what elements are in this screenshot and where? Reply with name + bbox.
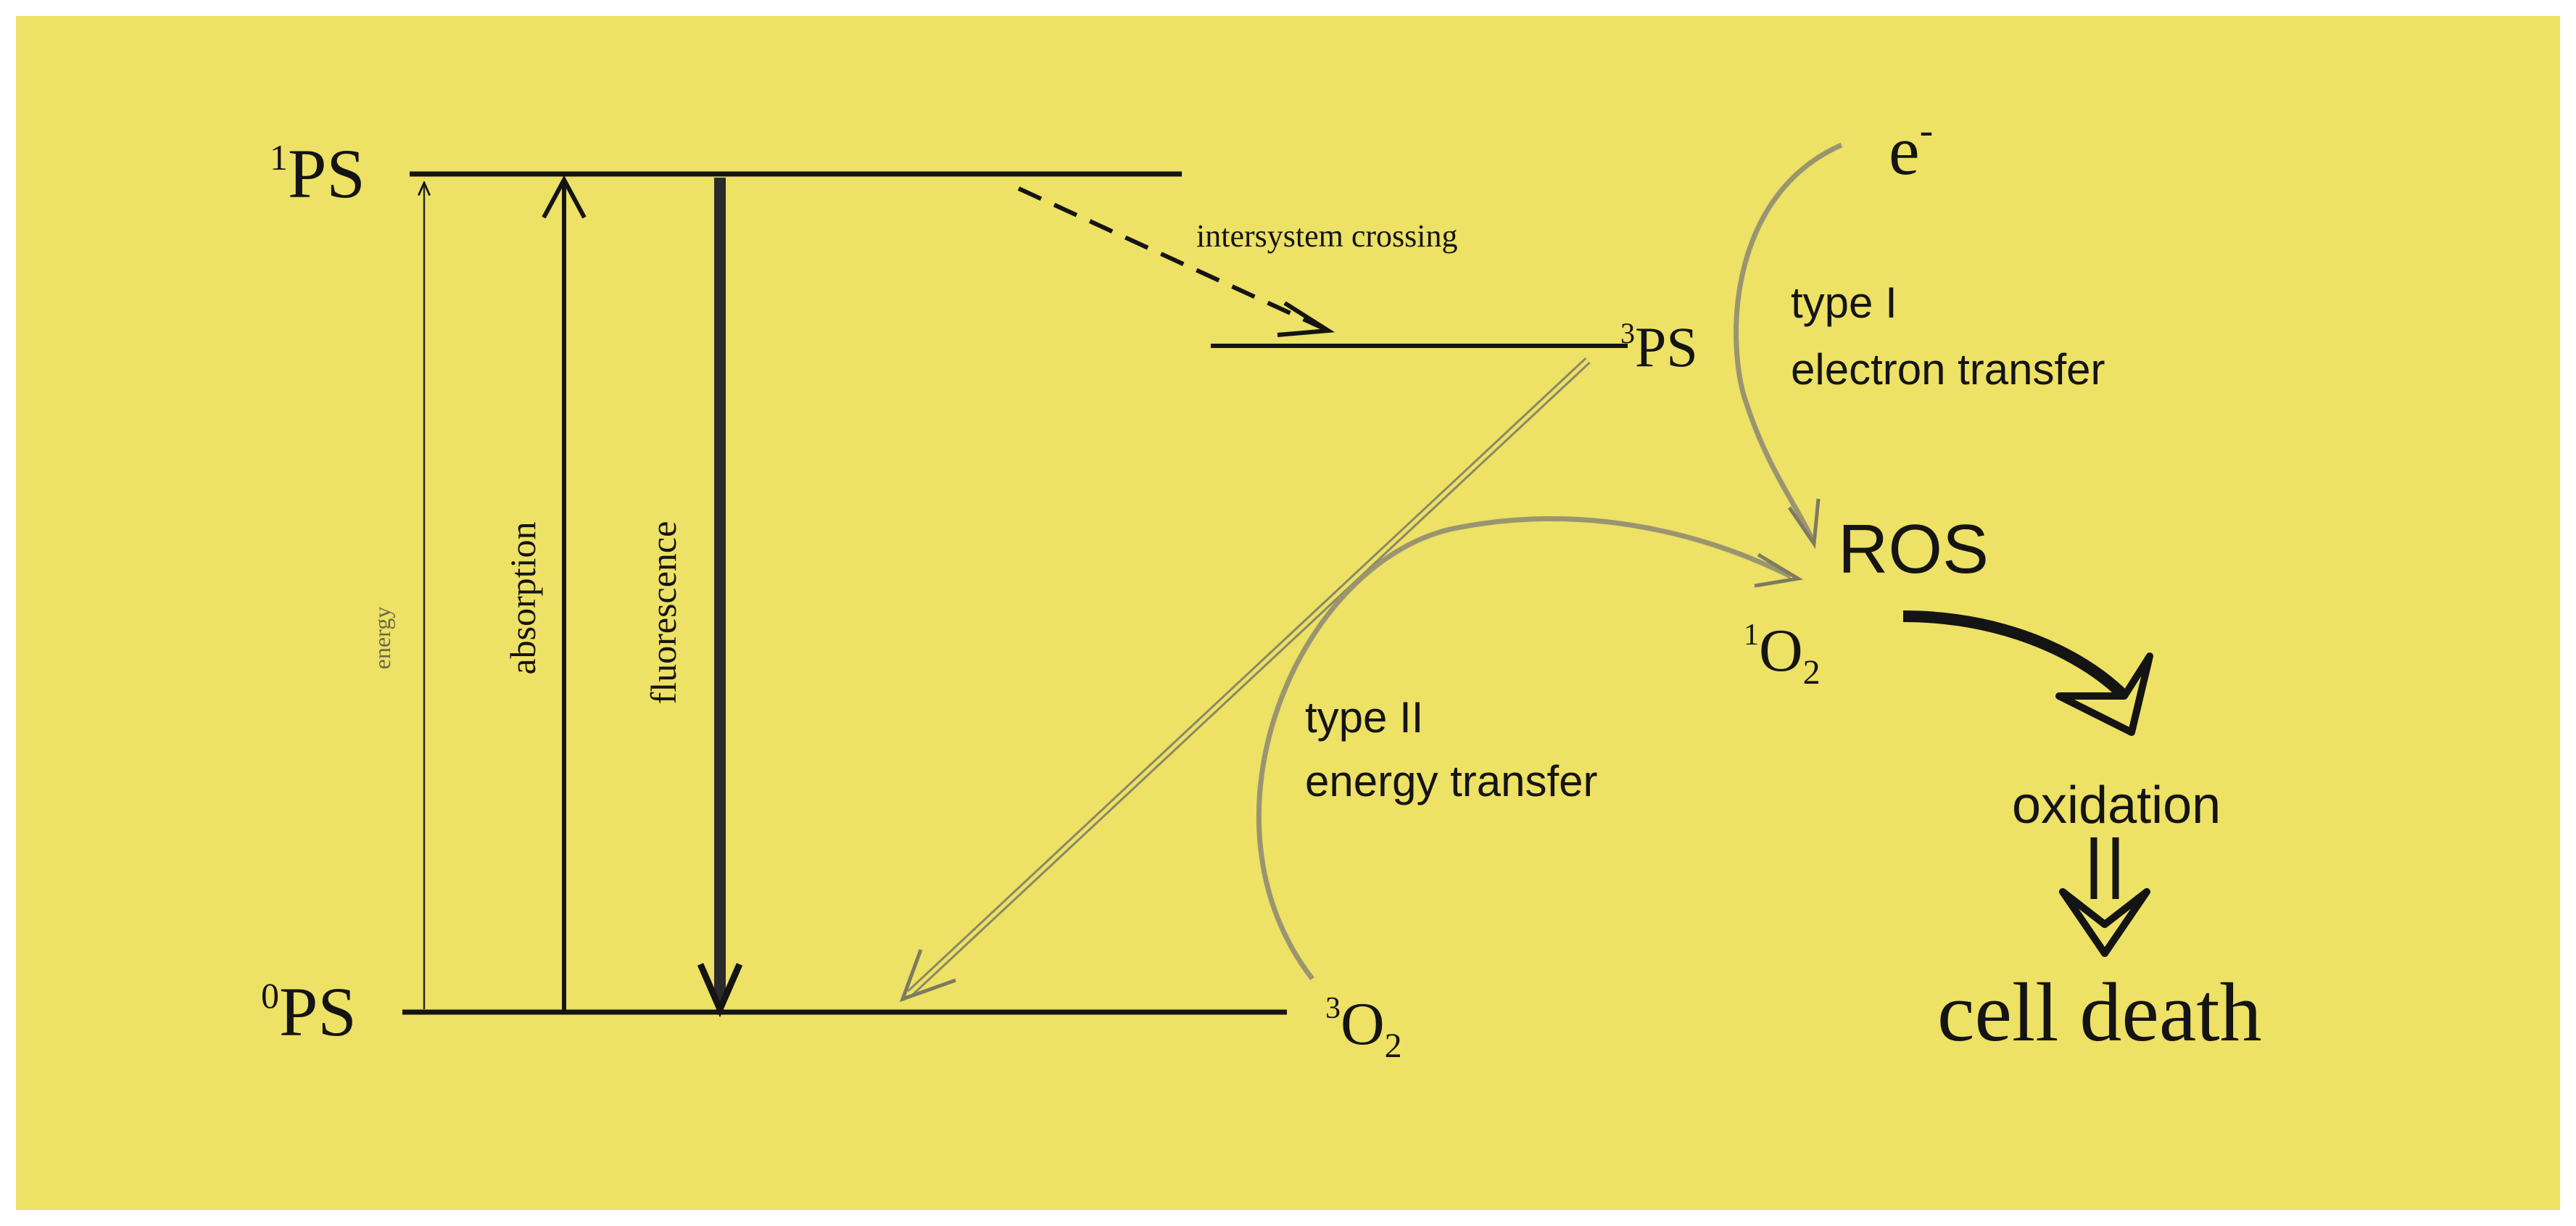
intersystem-crossing-label: intersystem crossing [1196,218,1458,254]
oxidation-to-cell-death-arrow-head [2059,888,2150,957]
ros-to-oxidation-arrow-head [2055,653,2153,736]
type1-line1: type I [1791,278,1897,327]
ground-ps-label: 0PS [261,973,357,1051]
phosphorescence-arrow-head [899,949,956,1003]
ros-label: ROS [1838,510,1989,588]
phosphorescence-arrow-inner [908,359,1589,995]
energy-label: energy [369,607,395,669]
electron-transfer-arrow-head [1787,498,1821,550]
ros-to-oxidation-arrow [1902,610,2129,700]
type2-line1: type II [1305,693,1423,742]
intersystem-crossing-arrow [1017,186,1328,332]
electron-transfer-arc [1734,142,1843,542]
oxidation-label: oxidation [2012,776,2221,834]
singlet-ps-label: 1PS [270,135,365,212]
electron-label: e- [1889,108,1933,189]
absorption-arrow-head [542,175,587,219]
fluorescence-arrow-head [697,963,743,1018]
type2-line2: energy transfer [1305,757,1598,805]
type1-line2: electron transfer [1791,345,2105,394]
energy-transfer-arrow-head [1754,552,1804,588]
singlet-o2-label: 1O2 [1744,617,1821,692]
cell-death-label: cell death [1937,966,2262,1059]
absorption-label: absorption [502,521,543,674]
fluorescence-label: fluorescence [643,521,684,705]
oxidation-to-cell-death-arrow [2090,837,2119,899]
intersystem-crossing-arrow-head [1277,301,1335,337]
energy-transfer-arc [1256,516,1792,981]
triplet-ps-label: 3PS [1620,315,1698,378]
triplet-o2-label: 3O2 [1325,990,1402,1065]
